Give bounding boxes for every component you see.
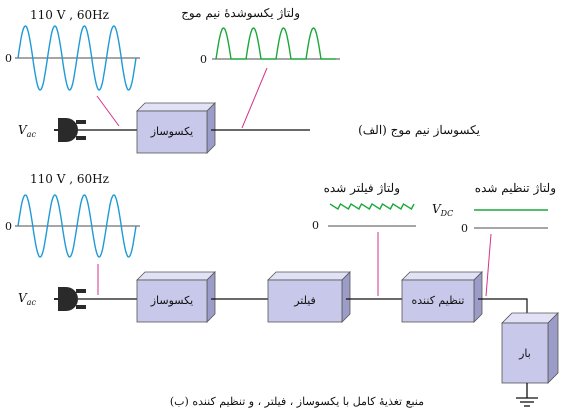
bottom-filtered-label: ولتاژ فیلتر شده	[324, 181, 400, 195]
bottom-filter-label: فیلتر	[293, 294, 316, 307]
top-ac-label: 110 V , 60Hz	[30, 8, 109, 22]
top-output-pointer	[241, 67, 268, 129]
top-input-pointer	[96, 95, 120, 127]
bottom-load-block: بار	[501, 312, 559, 384]
top-halfwave-zero: 0	[200, 53, 207, 66]
top-rectifier-block: یکسوساز	[136, 102, 216, 154]
top-vac-label: Vac	[18, 123, 36, 139]
bottom-filtered-zero: 0	[312, 219, 319, 232]
top-ac-sine-wave	[17, 25, 137, 91]
top-halfwave-label: ولتاژ یکسوشدهٔ نیم موج	[181, 6, 300, 20]
bottom-regulator-label: تنظیم کننده	[412, 294, 465, 307]
bottom-wire-reg-load	[478, 298, 528, 316]
bottom-regulated-label: ولتاژ تنظیم شده	[475, 181, 556, 195]
bottom-caption: (ب) منبع تغذیهٔ کامل با یکسوساز ، فیلتر …	[170, 395, 424, 408]
bottom-vac-label: Vac	[18, 291, 36, 307]
bottom-rectifier-label: یکسوساز	[150, 294, 194, 307]
top-ac-zero: 0	[5, 52, 12, 65]
bottom-regulator-block: تنظیم کننده	[401, 271, 483, 323]
bottom-filter-block: فیلتر	[267, 271, 351, 323]
bottom-filtered-ripple-wave	[329, 203, 415, 210]
bottom-ac-zero: 0	[5, 220, 12, 233]
bottom-plug-icon	[54, 287, 86, 311]
bottom-ac-sine-wave	[17, 194, 137, 258]
bottom-load-label: بار	[518, 347, 531, 360]
top-halfwave-wave	[215, 27, 336, 60]
top-plug-icon	[54, 118, 86, 142]
bottom-ac-label: 110 V , 60Hz	[30, 172, 109, 186]
bottom-regulated-zero: 0	[461, 222, 468, 235]
bottom-regulator-pointer	[485, 233, 492, 297]
top-rectifier-label: یکسوساز	[150, 125, 194, 138]
ground-icon	[516, 383, 538, 407]
top-caption: (الف) یکسوساز نیم موج	[358, 123, 480, 137]
bottom-rectifier-block: یکسوساز	[136, 271, 216, 323]
bottom-vdc-label: VDC	[432, 202, 453, 218]
